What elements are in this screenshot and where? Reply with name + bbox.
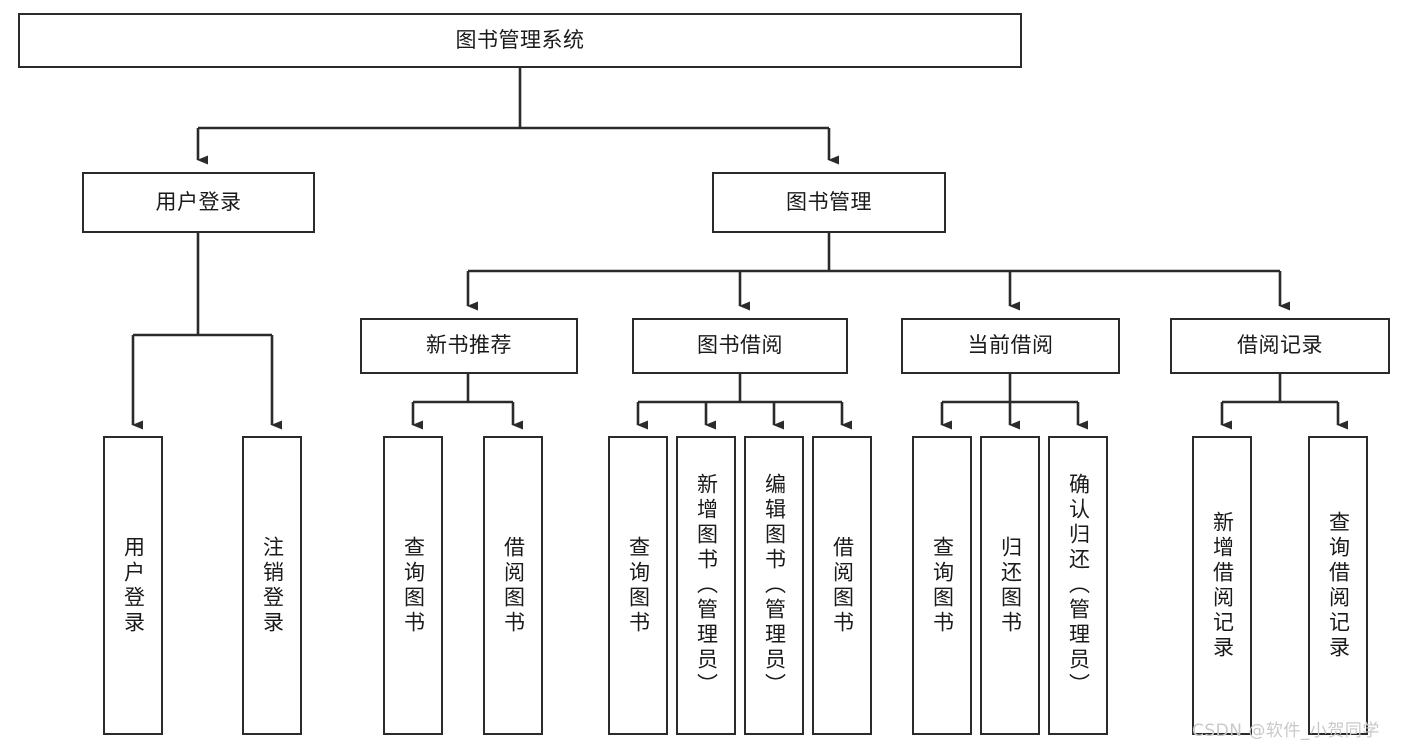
- leaf-add-borrow-record[interactable]: 新增借阅记录: [1192, 436, 1252, 735]
- csdn-watermark: CSDN @软件_小贺同学: [1192, 721, 1380, 741]
- leaf-query-book-current[interactable]: 查询图书: [912, 436, 972, 735]
- node-label: 查询图书: [401, 535, 426, 636]
- node-current-borrowing[interactable]: 当前借阅: [901, 318, 1120, 374]
- node-label: 图书借阅: [697, 333, 783, 358]
- leaf-return-book[interactable]: 归还图书: [980, 436, 1040, 735]
- node-label: 查询借阅记录: [1326, 510, 1351, 661]
- node-user-login[interactable]: 用户登录: [82, 172, 315, 233]
- node-label: 新书推荐: [426, 333, 512, 358]
- leaf-logout[interactable]: 注销登录: [242, 436, 302, 735]
- node-borrowing-record[interactable]: 借阅记录: [1170, 318, 1390, 374]
- node-label: 归还图书: [998, 535, 1023, 636]
- node-label: 用户登录: [155, 189, 242, 214]
- node-label: 借阅图书: [501, 535, 526, 636]
- node-label: 查询图书: [626, 535, 651, 636]
- leaf-borrow-book-borrowing[interactable]: 借阅图书: [812, 436, 872, 735]
- node-label: 当前借阅: [967, 333, 1054, 358]
- leaf-edit-book-admin[interactable]: 编辑图书（管理员）: [744, 436, 804, 735]
- node-label: 确认归还（管理员）: [1066, 473, 1091, 698]
- node-label: 新增图书（管理员）: [694, 473, 719, 698]
- leaf-confirm-return-admin[interactable]: 确认归还（管理员）: [1048, 436, 1108, 735]
- node-label: 注销登录: [260, 535, 285, 636]
- node-label: 编辑图书（管理员）: [762, 473, 787, 698]
- node-label: 图书管理: [786, 189, 872, 214]
- node-label: 借阅图书: [830, 535, 855, 636]
- node-label: 图书管理系统: [455, 27, 585, 52]
- leaf-add-book-admin[interactable]: 新增图书（管理员）: [676, 436, 736, 735]
- leaf-user-login[interactable]: 用户登录: [103, 436, 163, 735]
- node-new-book-recommendation[interactable]: 新书推荐: [360, 318, 578, 374]
- node-book-management[interactable]: 图书管理: [712, 172, 946, 233]
- node-label: 借阅记录: [1237, 333, 1323, 358]
- node-label: 用户登录: [121, 535, 146, 636]
- leaf-query-book-recommendation[interactable]: 查询图书: [383, 436, 443, 735]
- node-book-borrowing[interactable]: 图书借阅: [632, 318, 848, 374]
- node-root-book-management-system[interactable]: 图书管理系统: [18, 13, 1022, 68]
- node-label: 新增借阅记录: [1210, 510, 1235, 661]
- node-label: 查询图书: [930, 535, 955, 636]
- leaf-borrow-book-recommendation[interactable]: 借阅图书: [483, 436, 543, 735]
- leaf-query-borrow-record[interactable]: 查询借阅记录: [1308, 436, 1368, 735]
- leaf-query-book-borrowing[interactable]: 查询图书: [608, 436, 668, 735]
